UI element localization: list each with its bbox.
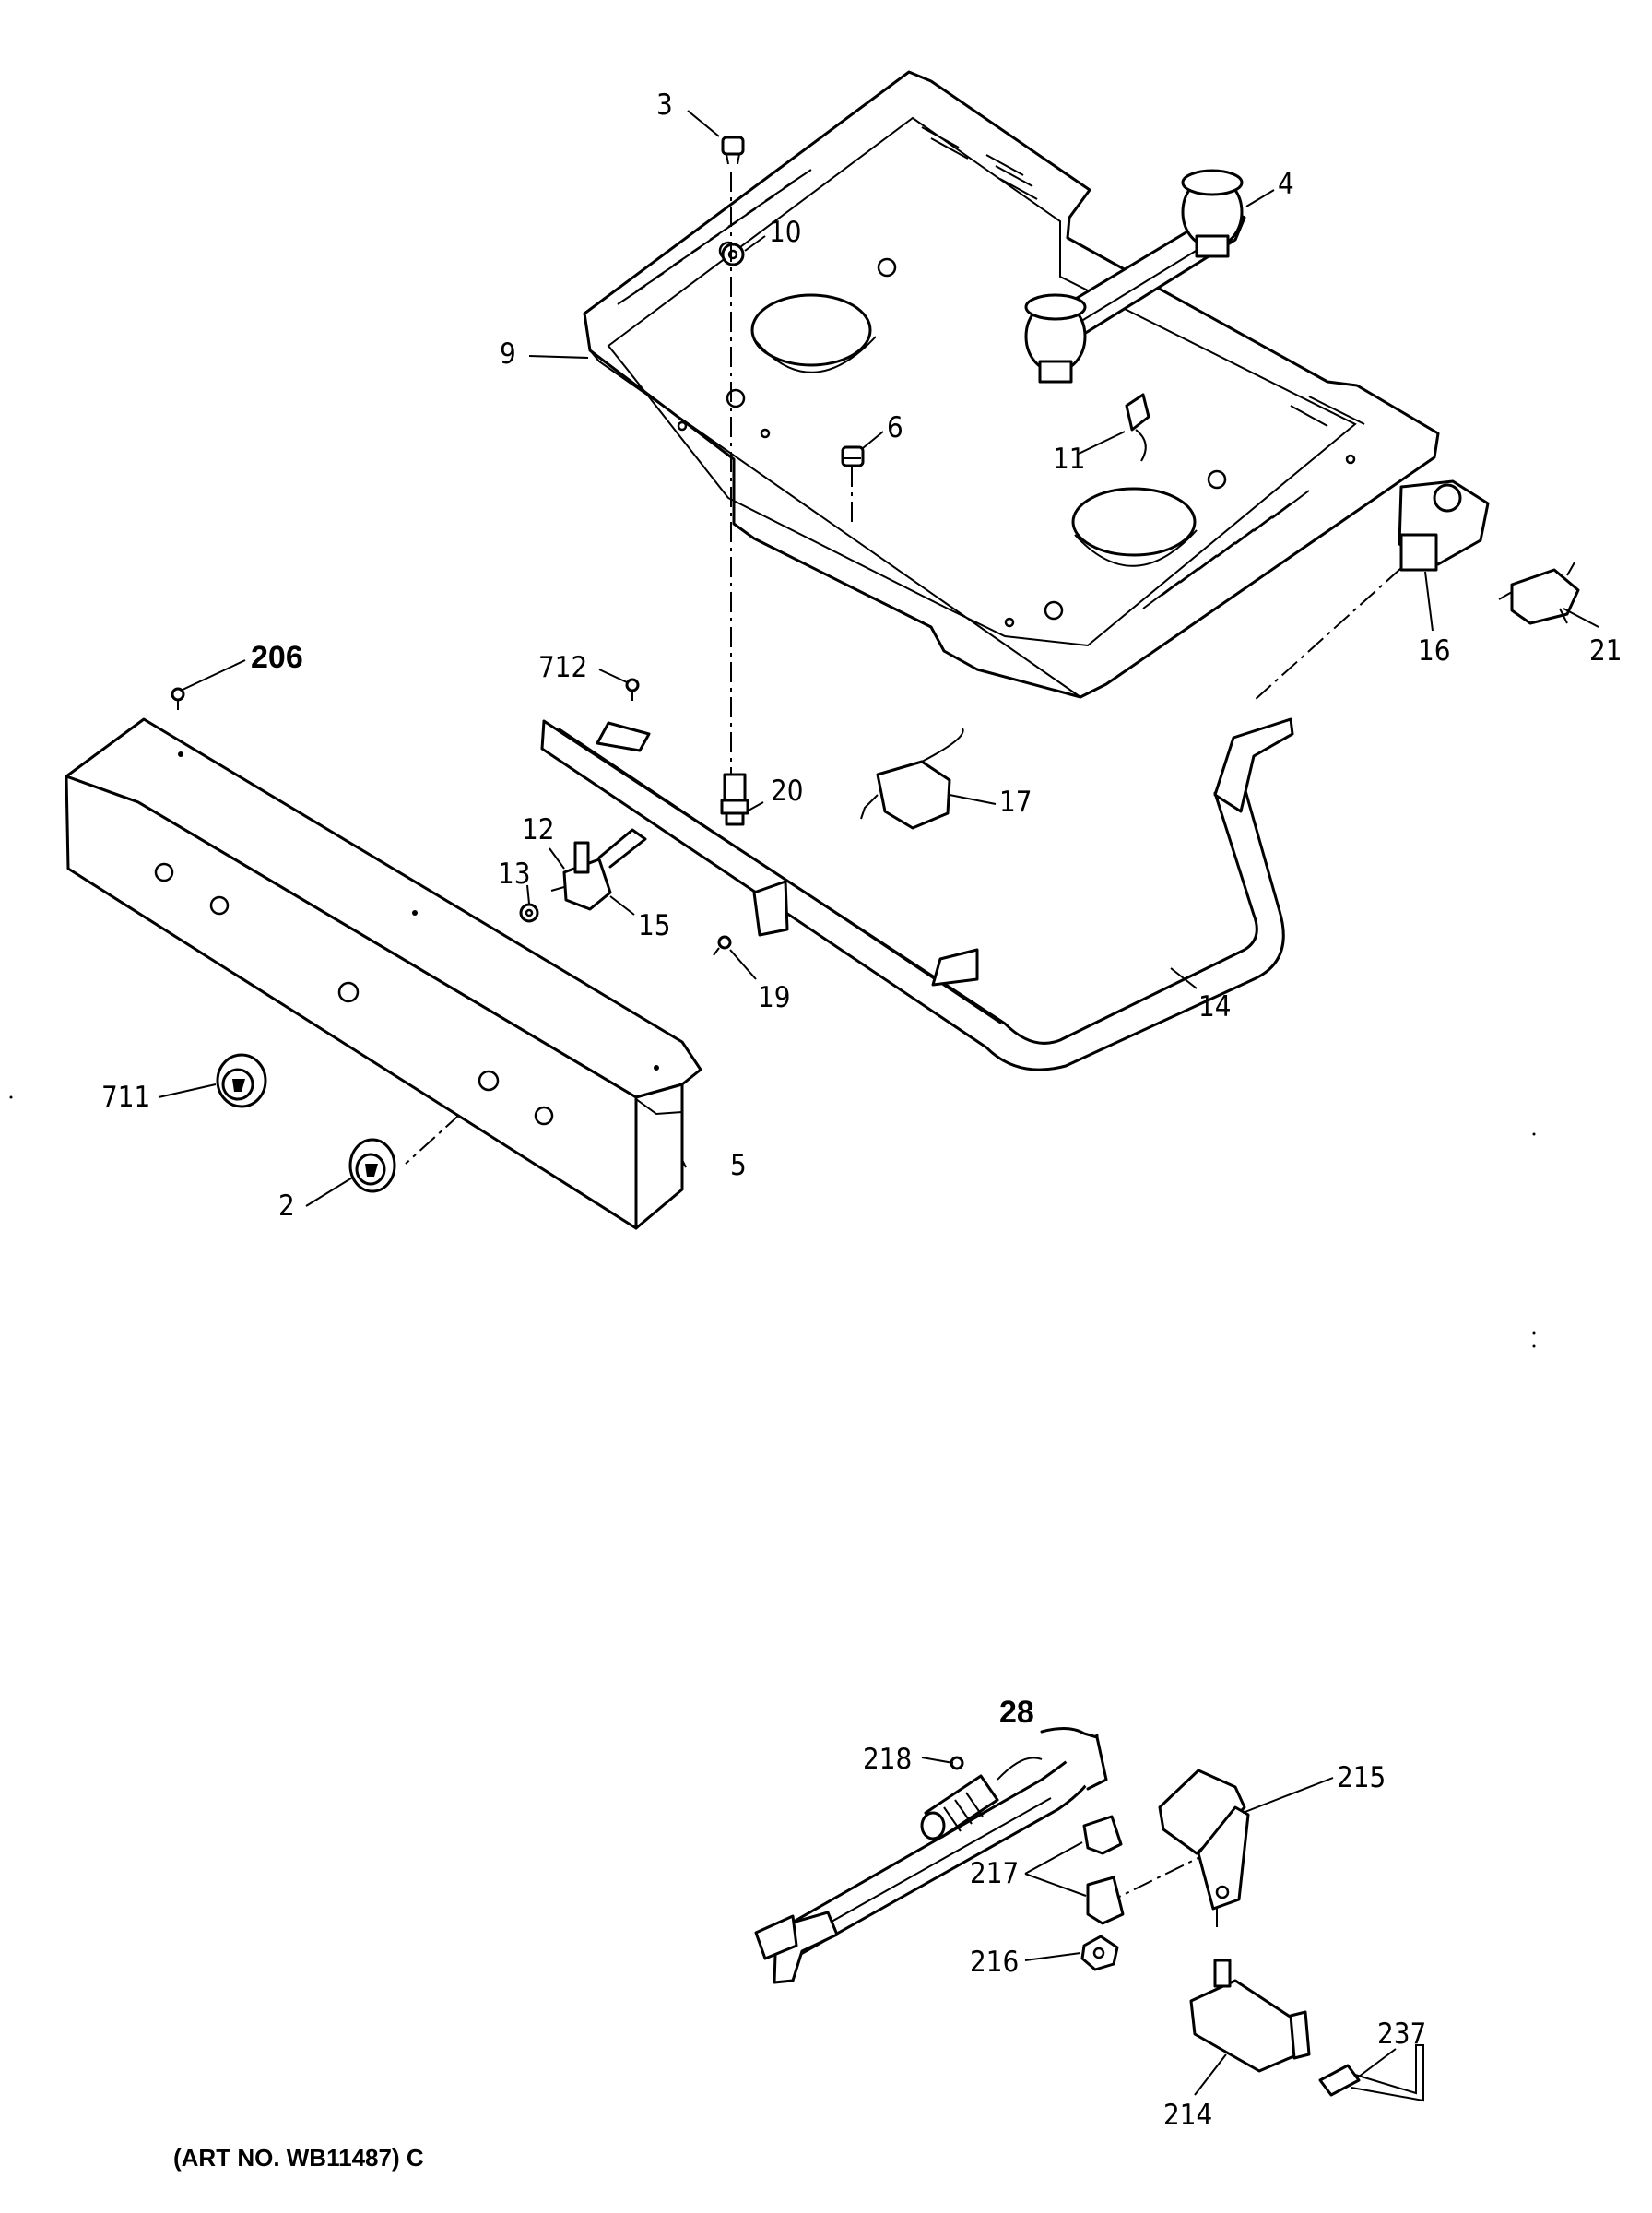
nut-216	[1080, 1935, 1119, 1971]
label-712: 712	[538, 651, 587, 684]
switch-17	[860, 728, 964, 830]
label-12: 12	[522, 813, 554, 846]
valve-214	[1189, 1959, 1311, 2073]
label-711: 711	[101, 1081, 150, 1114]
knob-711	[216, 1053, 267, 1108]
screw-3	[721, 136, 745, 165]
art-number-caption: (ART NO. WB11487) C	[173, 2144, 424, 2172]
tube-237	[1318, 2044, 1424, 2102]
label-17: 17	[999, 786, 1032, 819]
label-218: 218	[863, 1743, 912, 1776]
regulator-assembly-4	[1024, 169, 1246, 384]
burner-openings	[750, 293, 1198, 567]
bake-burner-tube	[754, 1727, 1108, 1984]
screw-712	[625, 678, 640, 701]
leader-lines	[158, 110, 1599, 2096]
label-3: 3	[656, 89, 673, 122]
label-2: 2	[278, 1189, 295, 1223]
label-217: 217	[970, 1857, 1019, 1890]
label-5: 5	[730, 1149, 747, 1182]
igniter-218	[920, 1757, 1043, 1840]
washer-13-hole	[525, 908, 534, 917]
label-20: 20	[771, 775, 803, 808]
label-237: 237	[1377, 2018, 1426, 2051]
switch-21	[1498, 562, 1580, 625]
spreader-217	[1082, 1815, 1125, 1925]
manifold-panel-5	[65, 717, 702, 1230]
label-9: 9	[500, 337, 516, 371]
label-216: 216	[970, 1946, 1019, 1979]
burner-box	[583, 70, 1440, 699]
label-16: 16	[1418, 634, 1450, 668]
screw-206	[171, 687, 185, 710]
label-15: 15	[638, 909, 670, 942]
orifice-20	[720, 773, 749, 826]
label-14: 14	[1198, 990, 1231, 1024]
label-215: 215	[1337, 1761, 1386, 1794]
label-6: 6	[887, 411, 903, 444]
label-4: 4	[1278, 168, 1294, 201]
manifold-14	[540, 717, 1294, 1071]
knob-2	[348, 1138, 396, 1193]
label-206: 206	[251, 640, 303, 675]
stray-marks	[9, 1095, 1536, 1348]
callout-labels: 3 10 4 9 6 11 16 21 206 712 20 17 12 13 …	[101, 89, 1622, 2132]
screw-6	[841, 445, 865, 467]
valve-15	[550, 828, 647, 911]
bracket-215	[1158, 1769, 1250, 1911]
label-28: 28	[999, 1695, 1034, 1730]
box-slots	[617, 126, 1365, 609]
label-10: 10	[769, 216, 801, 249]
valve-16	[1398, 479, 1490, 572]
label-19: 19	[758, 981, 790, 1014]
label-214: 214	[1163, 2099, 1212, 2132]
label-11: 11	[1053, 443, 1085, 476]
screw-19	[713, 935, 732, 956]
clip-11	[1125, 393, 1150, 462]
label-13: 13	[498, 858, 530, 891]
label-21: 21	[1589, 634, 1622, 668]
